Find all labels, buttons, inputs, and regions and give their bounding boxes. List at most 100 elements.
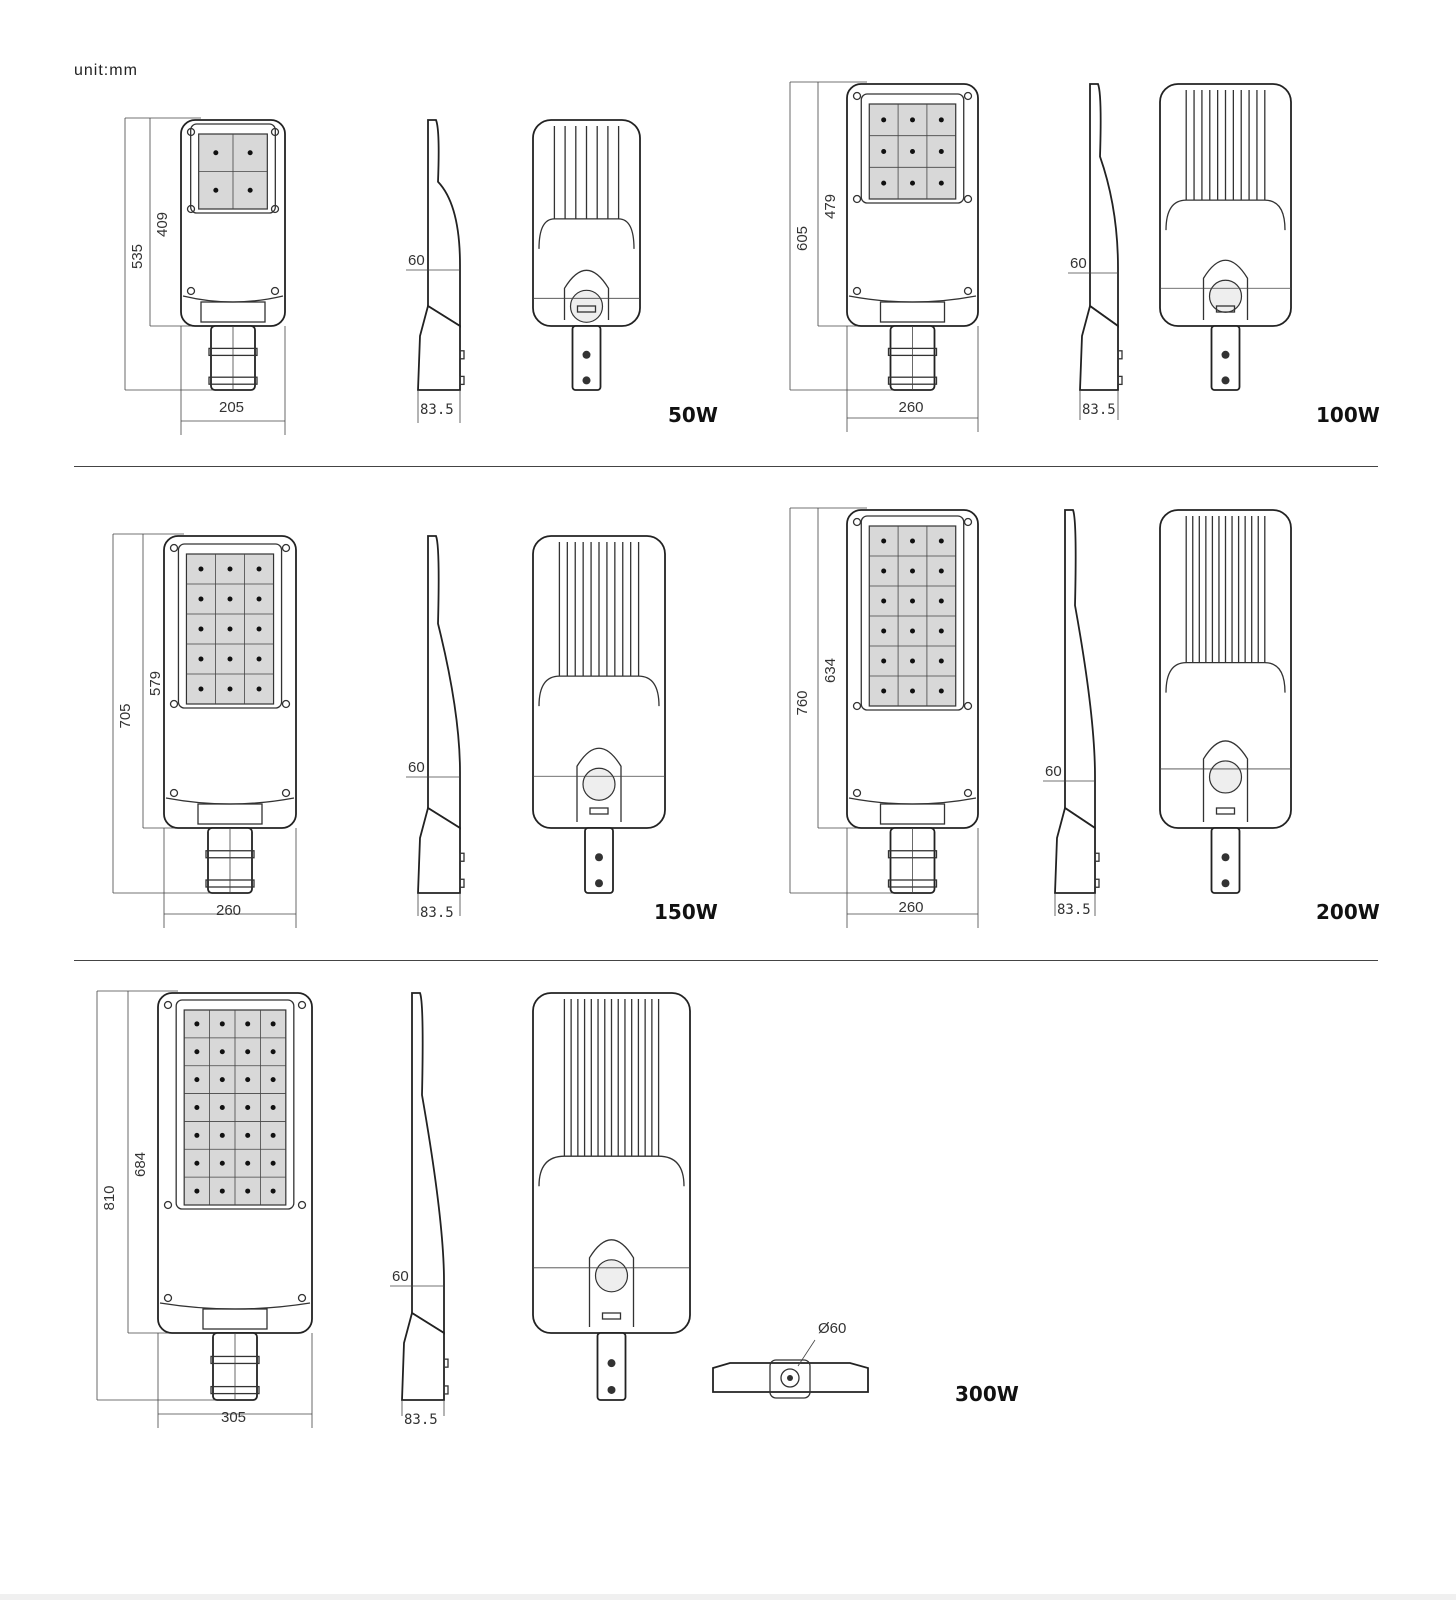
wattage-label: 200W — [1316, 900, 1380, 924]
side-view-adapter — [401, 1311, 445, 1401]
pole-center — [787, 1375, 793, 1381]
sensor-housing — [1202, 259, 1249, 320]
led-dot — [227, 566, 233, 572]
led-dot — [938, 658, 944, 664]
led-dot — [910, 598, 915, 604]
screw-icon — [297, 1200, 307, 1210]
led-dot — [938, 538, 944, 544]
bracket-plate — [197, 803, 263, 825]
adapter-bolt-icon — [595, 879, 603, 888]
led-dot — [219, 1105, 225, 1110]
wattage-label: 300W — [955, 1382, 1019, 1406]
total-height-label: 810 — [101, 1185, 118, 1210]
led-dot — [938, 568, 944, 574]
bracket-plate — [200, 301, 266, 323]
side-bolt — [443, 1385, 449, 1395]
sensor-housing — [588, 1239, 635, 1327]
screw-icon — [852, 194, 862, 204]
screw-icon — [163, 1200, 173, 1210]
led-dot — [219, 1160, 225, 1166]
led-dot — [194, 1105, 200, 1110]
led-dot — [219, 1077, 225, 1083]
total-height-label: 760 — [794, 690, 811, 715]
body-height-label: 684 — [132, 1152, 149, 1177]
photocell-socket-icon — [1208, 279, 1243, 313]
side-view-housing — [1089, 83, 1119, 328]
led-dot — [227, 626, 233, 632]
led-dot — [194, 1021, 200, 1027]
side-bolt — [459, 375, 465, 386]
screw-icon — [852, 701, 862, 711]
screw-icon — [281, 699, 291, 709]
adapter-bolt-icon — [607, 1385, 616, 1394]
width-label: 260 — [899, 899, 924, 916]
side-bolt — [459, 878, 465, 888]
led-dot — [270, 1105, 276, 1110]
led-dot — [910, 538, 915, 544]
total-height-label: 605 — [794, 226, 811, 251]
screw-icon — [852, 788, 862, 798]
led-dot — [270, 1160, 276, 1166]
screw-icon — [169, 788, 179, 798]
side-depth-label: 83.5 — [1082, 402, 1116, 418]
heatsink-base — [538, 218, 635, 249]
led-frame — [860, 515, 965, 711]
width-label: 205 — [219, 399, 244, 416]
led-dot — [938, 688, 944, 694]
side-depth-label: 83.5 — [420, 402, 454, 418]
led-dot — [213, 150, 219, 156]
label-plate — [1215, 305, 1236, 313]
screw-icon — [186, 286, 196, 296]
side-offset-label: 60 — [408, 252, 425, 269]
side-view-housing — [1064, 509, 1096, 830]
width-label: 260 — [216, 902, 241, 919]
sensor-housing — [576, 747, 622, 822]
led-dot — [910, 117, 915, 123]
led-dot — [270, 1132, 276, 1138]
adapter-bolt-icon — [1221, 853, 1230, 862]
side-depth-label: 83.5 — [420, 905, 454, 921]
screw-icon — [270, 127, 280, 137]
led-dot — [256, 686, 262, 692]
screw-icon — [169, 543, 179, 553]
side-bolt — [1094, 878, 1100, 888]
label-plate — [601, 1312, 622, 1320]
led-dot — [938, 149, 944, 154]
led-dot — [256, 656, 262, 662]
sensor-housing — [1202, 740, 1249, 822]
diameter-label: Ø60 — [818, 1320, 846, 1337]
led-frame — [860, 93, 965, 204]
led-dot — [245, 1188, 251, 1194]
label-plate — [576, 305, 597, 313]
bracket-plate — [202, 1308, 268, 1330]
screw-icon — [852, 91, 862, 101]
led-dot — [910, 688, 915, 694]
led-dot — [219, 1021, 225, 1027]
led-frame — [175, 999, 295, 1210]
led-dot — [227, 656, 233, 662]
side-offset-label: 60 — [392, 1268, 409, 1285]
section-divider — [74, 960, 1378, 961]
side-view-adapter — [1079, 304, 1119, 391]
adapter-bolt-icon — [582, 350, 591, 359]
led-dot — [938, 180, 944, 186]
led-dot — [198, 596, 204, 602]
led-dot — [194, 1049, 200, 1055]
screw-icon — [963, 788, 973, 798]
screw-icon — [281, 543, 291, 553]
unit-label: unit:mm — [74, 62, 138, 79]
adapter-bolt-icon — [607, 1359, 616, 1368]
led-dot — [256, 596, 262, 602]
led-dot — [881, 538, 887, 544]
side-bolt — [1117, 350, 1123, 360]
wattage-label: 50W — [668, 403, 718, 427]
screw-icon — [169, 699, 179, 709]
screw-icon — [281, 788, 291, 798]
led-dot — [881, 568, 887, 574]
led-dot — [198, 626, 204, 632]
